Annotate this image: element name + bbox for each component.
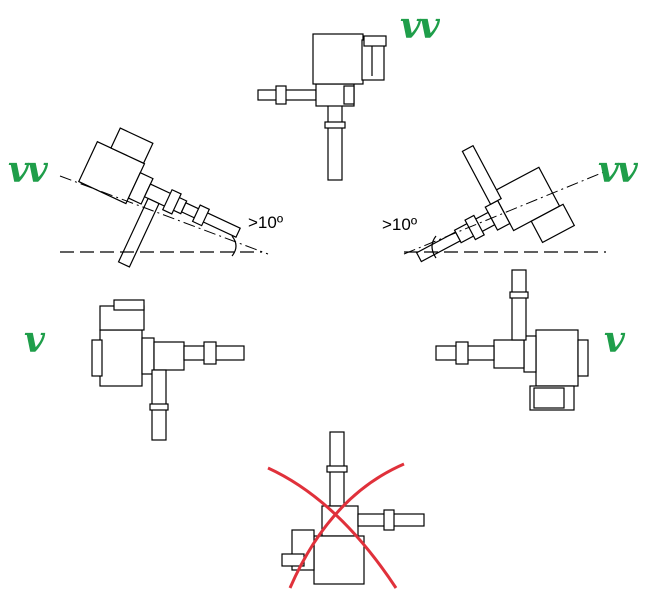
valve-upper-right-tilted bbox=[415, 144, 576, 263]
valve-middle-right-horizontal bbox=[435, 269, 589, 411]
angle-arc-left bbox=[231, 235, 237, 257]
not-allowed-cross-icon bbox=[267, 462, 405, 589]
rating-middle-right: v bbox=[604, 319, 625, 361]
angle-label-right: >10º bbox=[382, 215, 418, 234]
rating-upper-right: vv bbox=[598, 149, 638, 191]
rating-middle-left: v bbox=[24, 319, 45, 361]
axis-line-left bbox=[59, 175, 269, 255]
valve-upper-left-tilted bbox=[77, 127, 242, 268]
angle-arc-right bbox=[431, 235, 437, 259]
valve-top-upright bbox=[257, 33, 387, 181]
angle-label-left: >10º bbox=[248, 213, 284, 232]
rating-upper-left: vv bbox=[8, 149, 48, 191]
rating-top: vv bbox=[400, 5, 440, 47]
axis-line-right bbox=[403, 171, 605, 255]
valve-middle-left-horizontal bbox=[91, 299, 245, 441]
